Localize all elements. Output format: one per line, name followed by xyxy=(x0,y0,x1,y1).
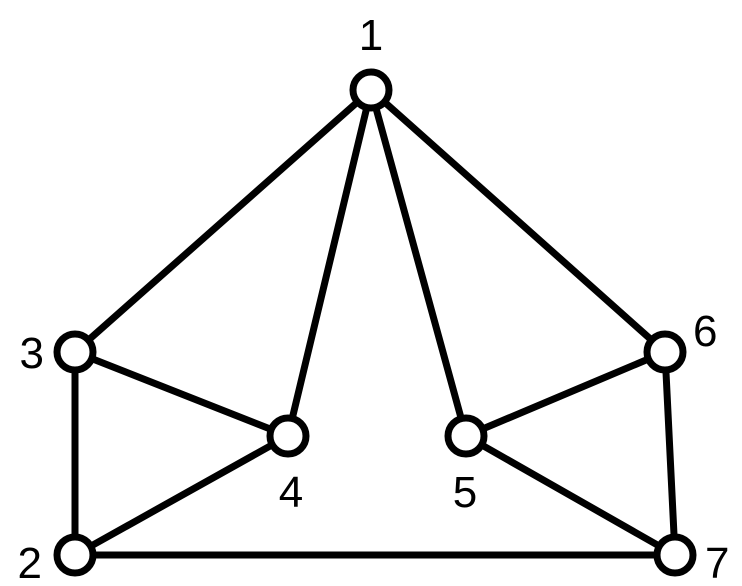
node-3: 3 xyxy=(20,329,97,378)
node-4: 4 xyxy=(266,414,310,517)
edge-1-4 xyxy=(284,86,375,440)
node-circle xyxy=(444,414,488,458)
node-label: 5 xyxy=(453,468,477,517)
node-5: 5 xyxy=(444,414,488,517)
edge-6-7 xyxy=(661,348,679,559)
node-label: 4 xyxy=(279,468,303,517)
node-circle xyxy=(643,330,687,374)
edge-5-7 xyxy=(462,432,679,559)
edge-1-3 xyxy=(71,86,375,356)
edge-4-2 xyxy=(71,432,292,559)
node-label: 6 xyxy=(693,307,717,356)
edges xyxy=(71,86,679,559)
node-7: 7 xyxy=(653,533,729,586)
node-2: 2 xyxy=(18,533,97,586)
node-circle xyxy=(53,533,97,577)
edge-1-5 xyxy=(367,86,470,440)
node-circle xyxy=(349,68,393,112)
nodes: 1 2 3 4 5 6 7 xyxy=(18,11,730,586)
edge-5-6 xyxy=(462,348,669,440)
node-label: 2 xyxy=(18,539,42,586)
node-label: 3 xyxy=(20,329,44,378)
node-circle xyxy=(653,533,697,577)
node-circle xyxy=(266,414,310,458)
node-label: 7 xyxy=(705,539,729,586)
node-label: 1 xyxy=(359,11,383,60)
node-6: 6 xyxy=(643,307,717,374)
node-circle xyxy=(53,330,97,374)
node-1: 1 xyxy=(349,11,393,112)
edge-1-6 xyxy=(367,86,669,356)
edge-3-4 xyxy=(71,348,292,440)
